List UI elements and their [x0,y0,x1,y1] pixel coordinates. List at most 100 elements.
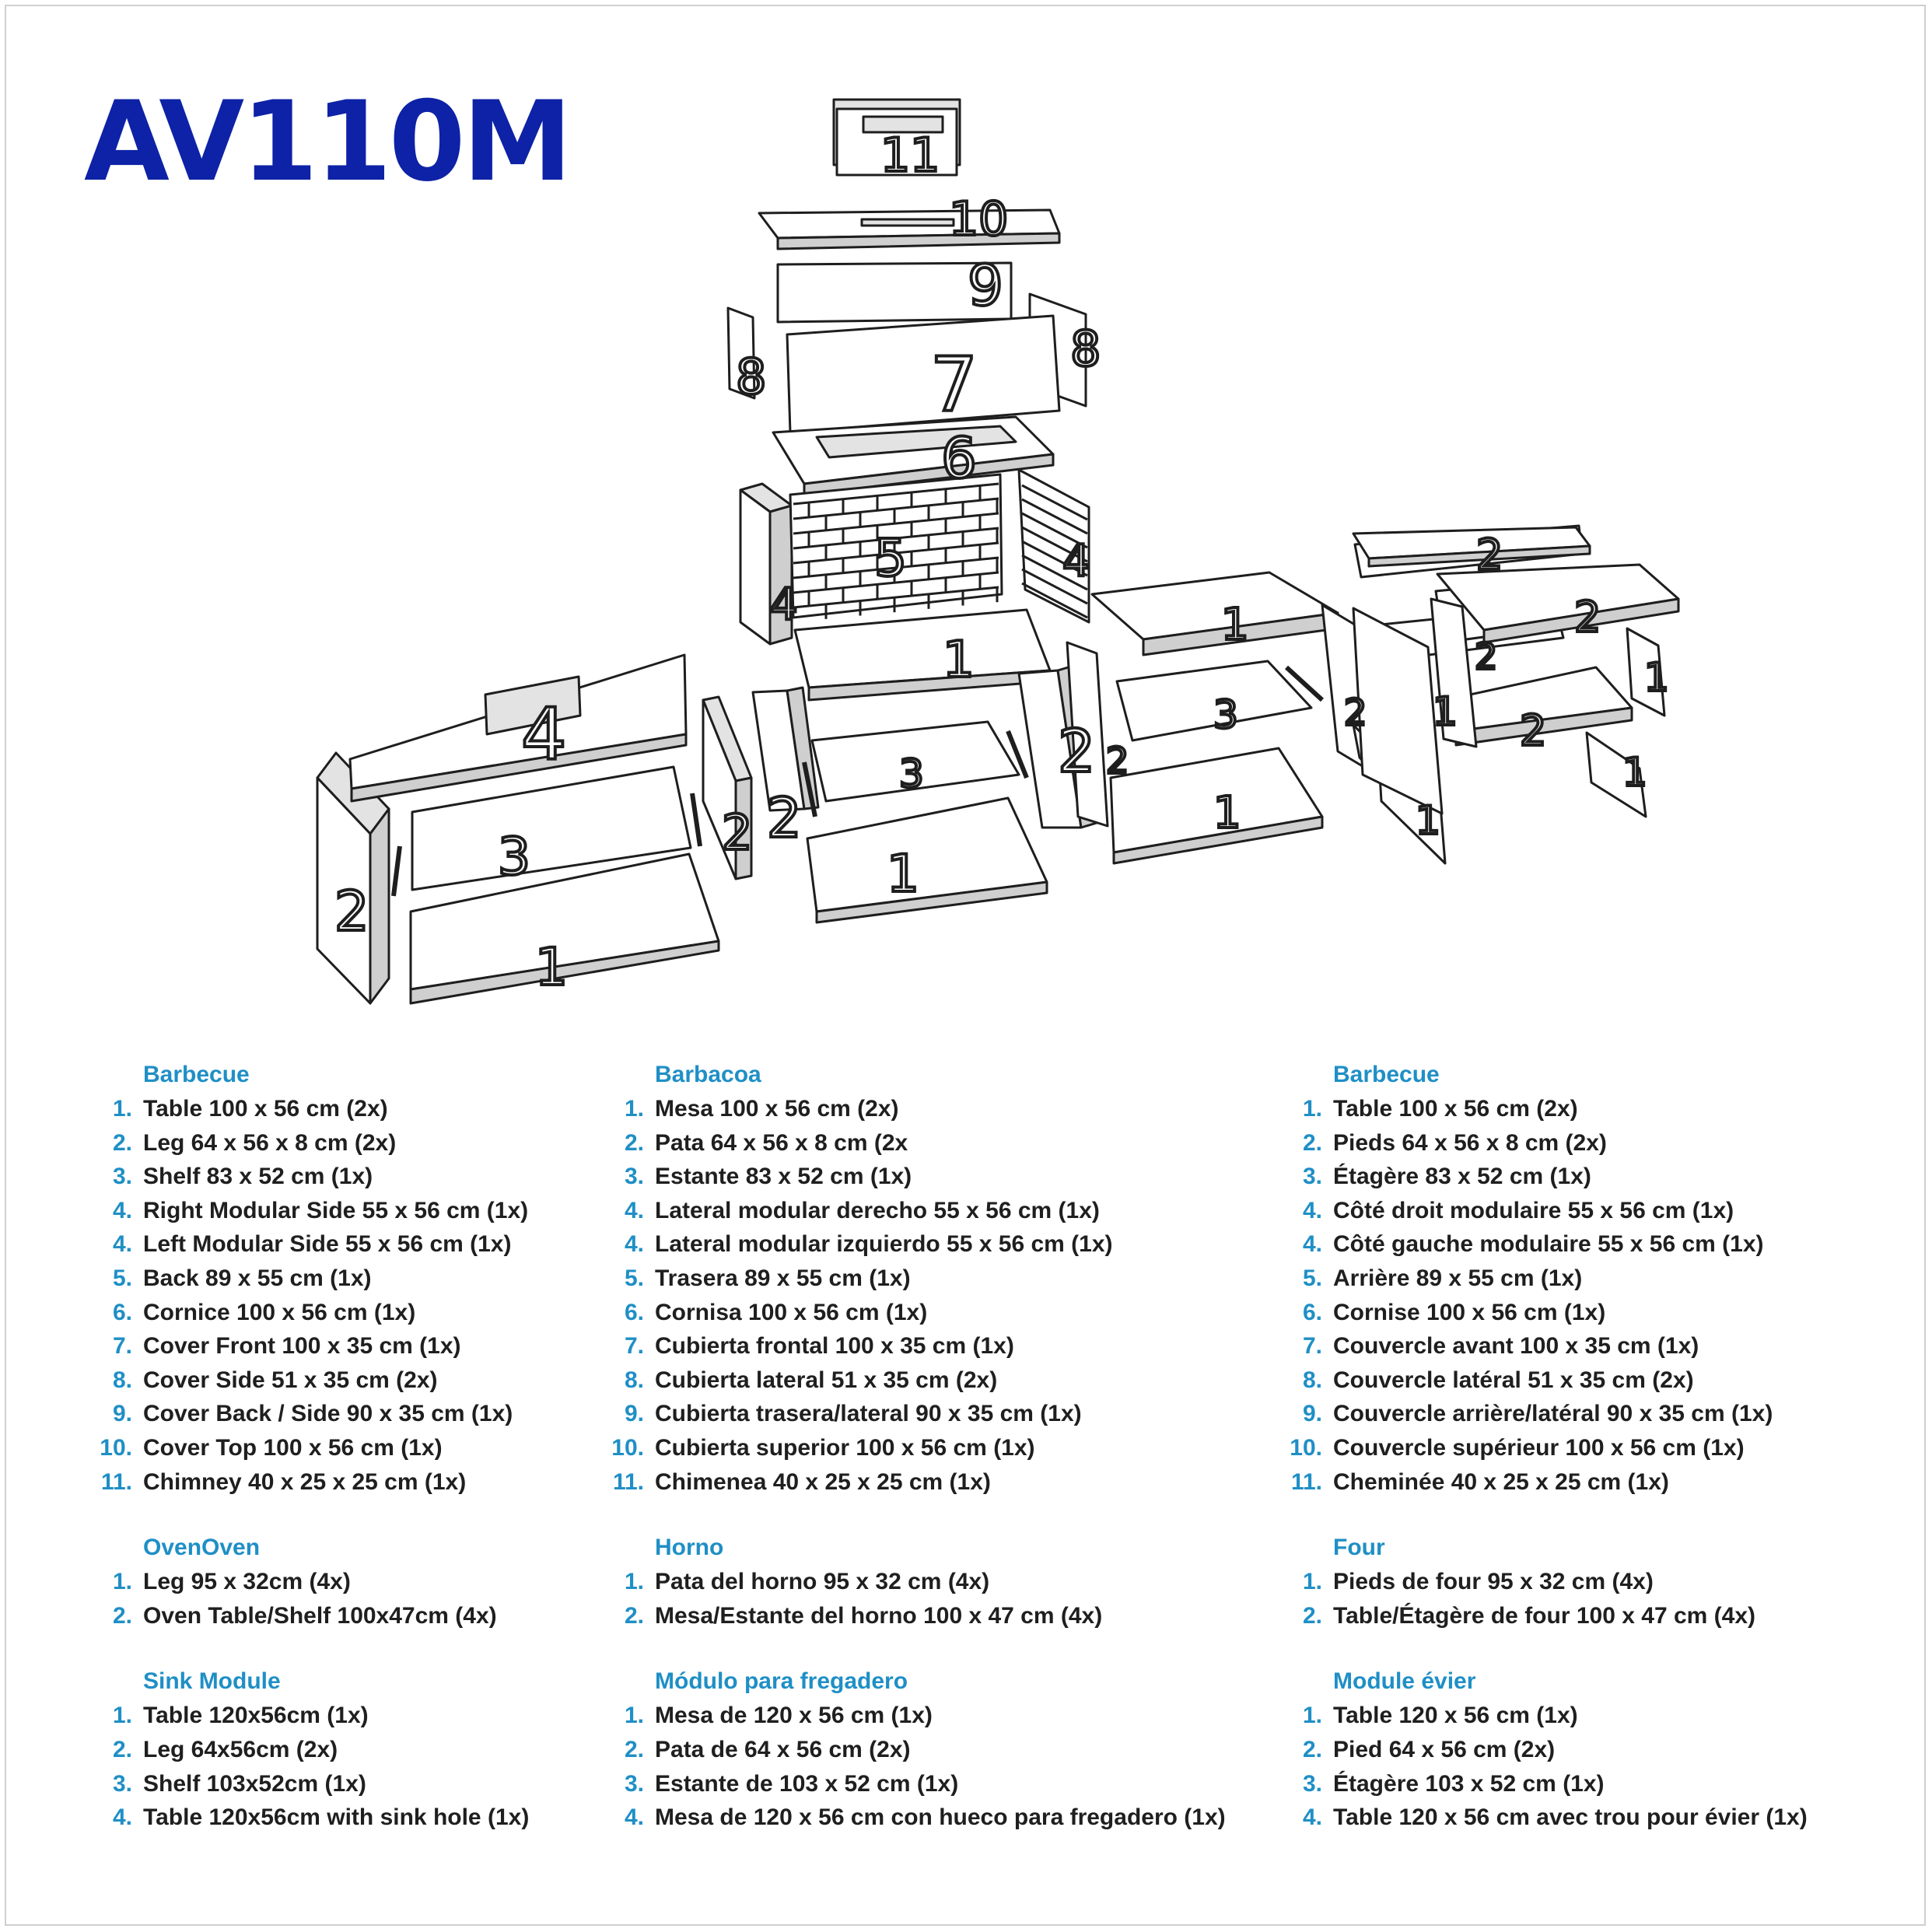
parts-list-item: 3.Shelf 103x52cm (1x) [86,1767,529,1801]
parts-list-item: 2.Pata 64 x 56 x 8 cm (2x [597,1126,1226,1160]
callout-1-sink: 1 [535,937,568,997]
parts-list-item: 4.Côté droit modulaire 55 x 56 cm (1x) [1276,1194,1808,1228]
item-text: Table 120x56cm (1x) [143,1703,369,1729]
item-text: Table 120 x 56 cm avec trou pour évier (… [1333,1804,1808,1831]
parts-list-item: 2.Table/Étagère de four 100 x 47 cm (4x) [1276,1599,1808,1633]
callout-2-bbq-left: 2 [767,786,802,850]
item-number: 8. [624,1367,644,1393]
parts-group-title: Barbacoa [655,1062,761,1087]
item-number: 11. [612,1468,644,1495]
parts-list-item: 2.Pieds 64 x 56 x 8 cm (2x) [1276,1126,1808,1160]
parts-list-item: 4.Mesa de 120 x 56 cm con hueco para fre… [597,1801,1226,1835]
item-number: 11. [100,1468,132,1495]
parts-group-title: OvenOven [143,1535,261,1561]
item-number: 3. [624,1770,644,1797]
item-text: Étagère 83 x 52 cm (1x) [1333,1164,1591,1190]
parts-list-item: 9.Cover Back / Side 90 x 35 cm (1x) [86,1397,529,1431]
item-number: 8. [1302,1367,1322,1393]
parts-list-item: 4.Table 120 x 56 cm avec trou pour évier… [1276,1801,1808,1835]
item-number: 1. [1302,1096,1322,1122]
item-text: Estante 83 x 52 cm (1x) [655,1164,912,1190]
item-number: 2. [112,1129,132,1156]
parts-list-item: 1. Table 120x56cm (1x) [86,1699,529,1733]
item-number: 2. [112,1736,132,1762]
item-text: Cover Side 51 x 35 cm (2x) [143,1367,438,1393]
item-number: 1. [112,1569,132,1595]
parts-list-item: 11. Chimenea 40 x 25 x 25 cm (1x) [597,1465,1226,1500]
item-number: 3. [624,1164,644,1190]
parts-list-item: 1.Table 100 x 56 cm (2x) [1276,1092,1808,1126]
item-number: 1. [624,1569,644,1595]
parts-group-title: Module évier [1333,1668,1476,1695]
callout-2-far-b: 2 [1574,593,1601,642]
item-text: Table/Étagère de four 100 x 47 cm (4x) [1333,1602,1756,1629]
parts-list-item: 1.Mesa de 120 x 56 cm (1x) [597,1699,1226,1733]
item-text: Cheminée 40 x 25 x 25 cm (1x) [1333,1468,1669,1495]
item-text: Couvercle latéral 51 x 35 cm (2x) [1333,1367,1694,1393]
callout-3-sink: 3 [498,827,530,887]
parts-list-item: 1.Pieds de four 95 x 32 cm (4x) [1276,1565,1808,1599]
item-text: Cornice 100 x 56 cm (1x) [143,1299,416,1325]
item-text: Chimenea 40 x 25 x 25 cm (1x) [655,1468,991,1495]
callout-7: 7 [930,341,978,429]
item-number: 4. [1302,1231,1322,1258]
callout-4-bbq-left: 4 [770,579,798,630]
parts-list-item: 2.Pata de 64 x 56 cm (2x) [597,1733,1226,1767]
parts-list-item: 5.Trasera 89 x 55 cm (1x) [597,1262,1226,1296]
item-text: Cover Front 100 x 35 cm (1x) [143,1333,461,1360]
callout-2-sink-left: 2 [334,880,369,943]
item-number: 4. [624,1804,644,1831]
item-number: 9. [1302,1401,1322,1427]
callout-8-right: 8 [1070,320,1101,377]
item-number: 7. [112,1333,132,1360]
parts-list-item: 6.Cornice 100 x 56 cm (1x) [86,1296,529,1330]
parts-list-item: 5.Arrière 89 x 55 cm (1x) [1276,1262,1808,1296]
item-number: 1. [112,1096,132,1122]
parts-list-item: 3. Étagère 103 x 52 cm (1x) [1276,1767,1808,1801]
item-number: 3. [1302,1770,1322,1797]
callout-1-bbq-bottom: 1 [887,844,919,904]
item-text: Lateral modular izquierdo 55 x 56 cm (1x… [655,1231,1113,1258]
item-number: 10. [611,1434,644,1461]
item-number: 1. [112,1703,132,1729]
parts-list-item: 2.Mesa/Estante del horno 100 x 47 cm (4x… [597,1599,1226,1633]
callout-10: 10 [949,192,1008,247]
item-number: 4. [624,1231,644,1258]
callout-1-bbq-top: 1 [943,632,975,689]
parts-list-item: 1.Table 100 x 56 cm (2x) [86,1092,529,1126]
callout-9: 9 [968,253,1003,318]
item-text: Étagère 103 x 52 cm (1x) [1333,1770,1605,1797]
parts-list-item: 3.Shelf 83 x 52 cm (1x) [86,1160,529,1194]
parts-list-item: 8. Couvercle latéral 51 x 35 cm (2x) [1276,1363,1808,1398]
item-text: Pata 64 x 56 x 8 cm (2x [655,1129,908,1156]
diagram-callouts: 11 10 9 8 8 7 6 5 4 4 4 3 3 3 2 2 2 2 2 … [333,127,1671,999]
item-text: Cover Top 100 x 56 cm (1x) [143,1434,443,1461]
callout-2-far-a: 2 [1476,530,1503,579]
item-text: Leg 64x56cm (2x) [143,1736,338,1762]
parts-group: Four 1.Pieds de four 95 x 32 cm (4x)2.Tab… [1276,1531,1808,1633]
item-number: 4. [624,1197,644,1223]
callout-3-oven: 3 [1213,692,1238,737]
parts-list-item: 3. Estante 83 x 52 cm (1x) [597,1160,1226,1194]
callout-2-bbq-right: 2 [1058,716,1095,786]
parts-group-title: Four [1333,1535,1385,1561]
item-number: 4. [112,1197,132,1223]
callout-5: 5 [874,528,907,588]
item-text: Couvercle supérieur 100 x 56 cm (1x) [1333,1434,1745,1461]
parts-list-item: 6.Cornisa 100 x 56 cm (1x) [597,1296,1226,1330]
callout-1-far-d: 1 [1622,750,1647,795]
callout-6: 6 [941,425,977,491]
item-text: Pied 64 x 56 cm (2x) [1333,1736,1556,1762]
parts-list-item: 4.Côté gauche modulaire 55 x 56 cm (1x) [1276,1227,1808,1262]
callout-1-oven-top: 1 [1221,600,1249,650]
item-number: 10. [1290,1434,1322,1461]
item-number: 4. [1302,1197,1322,1223]
item-number: 4. [112,1231,132,1258]
item-text: Mesa de 120 x 56 cm (1x) [655,1703,933,1729]
item-text: Mesa 100 x 56 cm (2x) [655,1096,899,1122]
